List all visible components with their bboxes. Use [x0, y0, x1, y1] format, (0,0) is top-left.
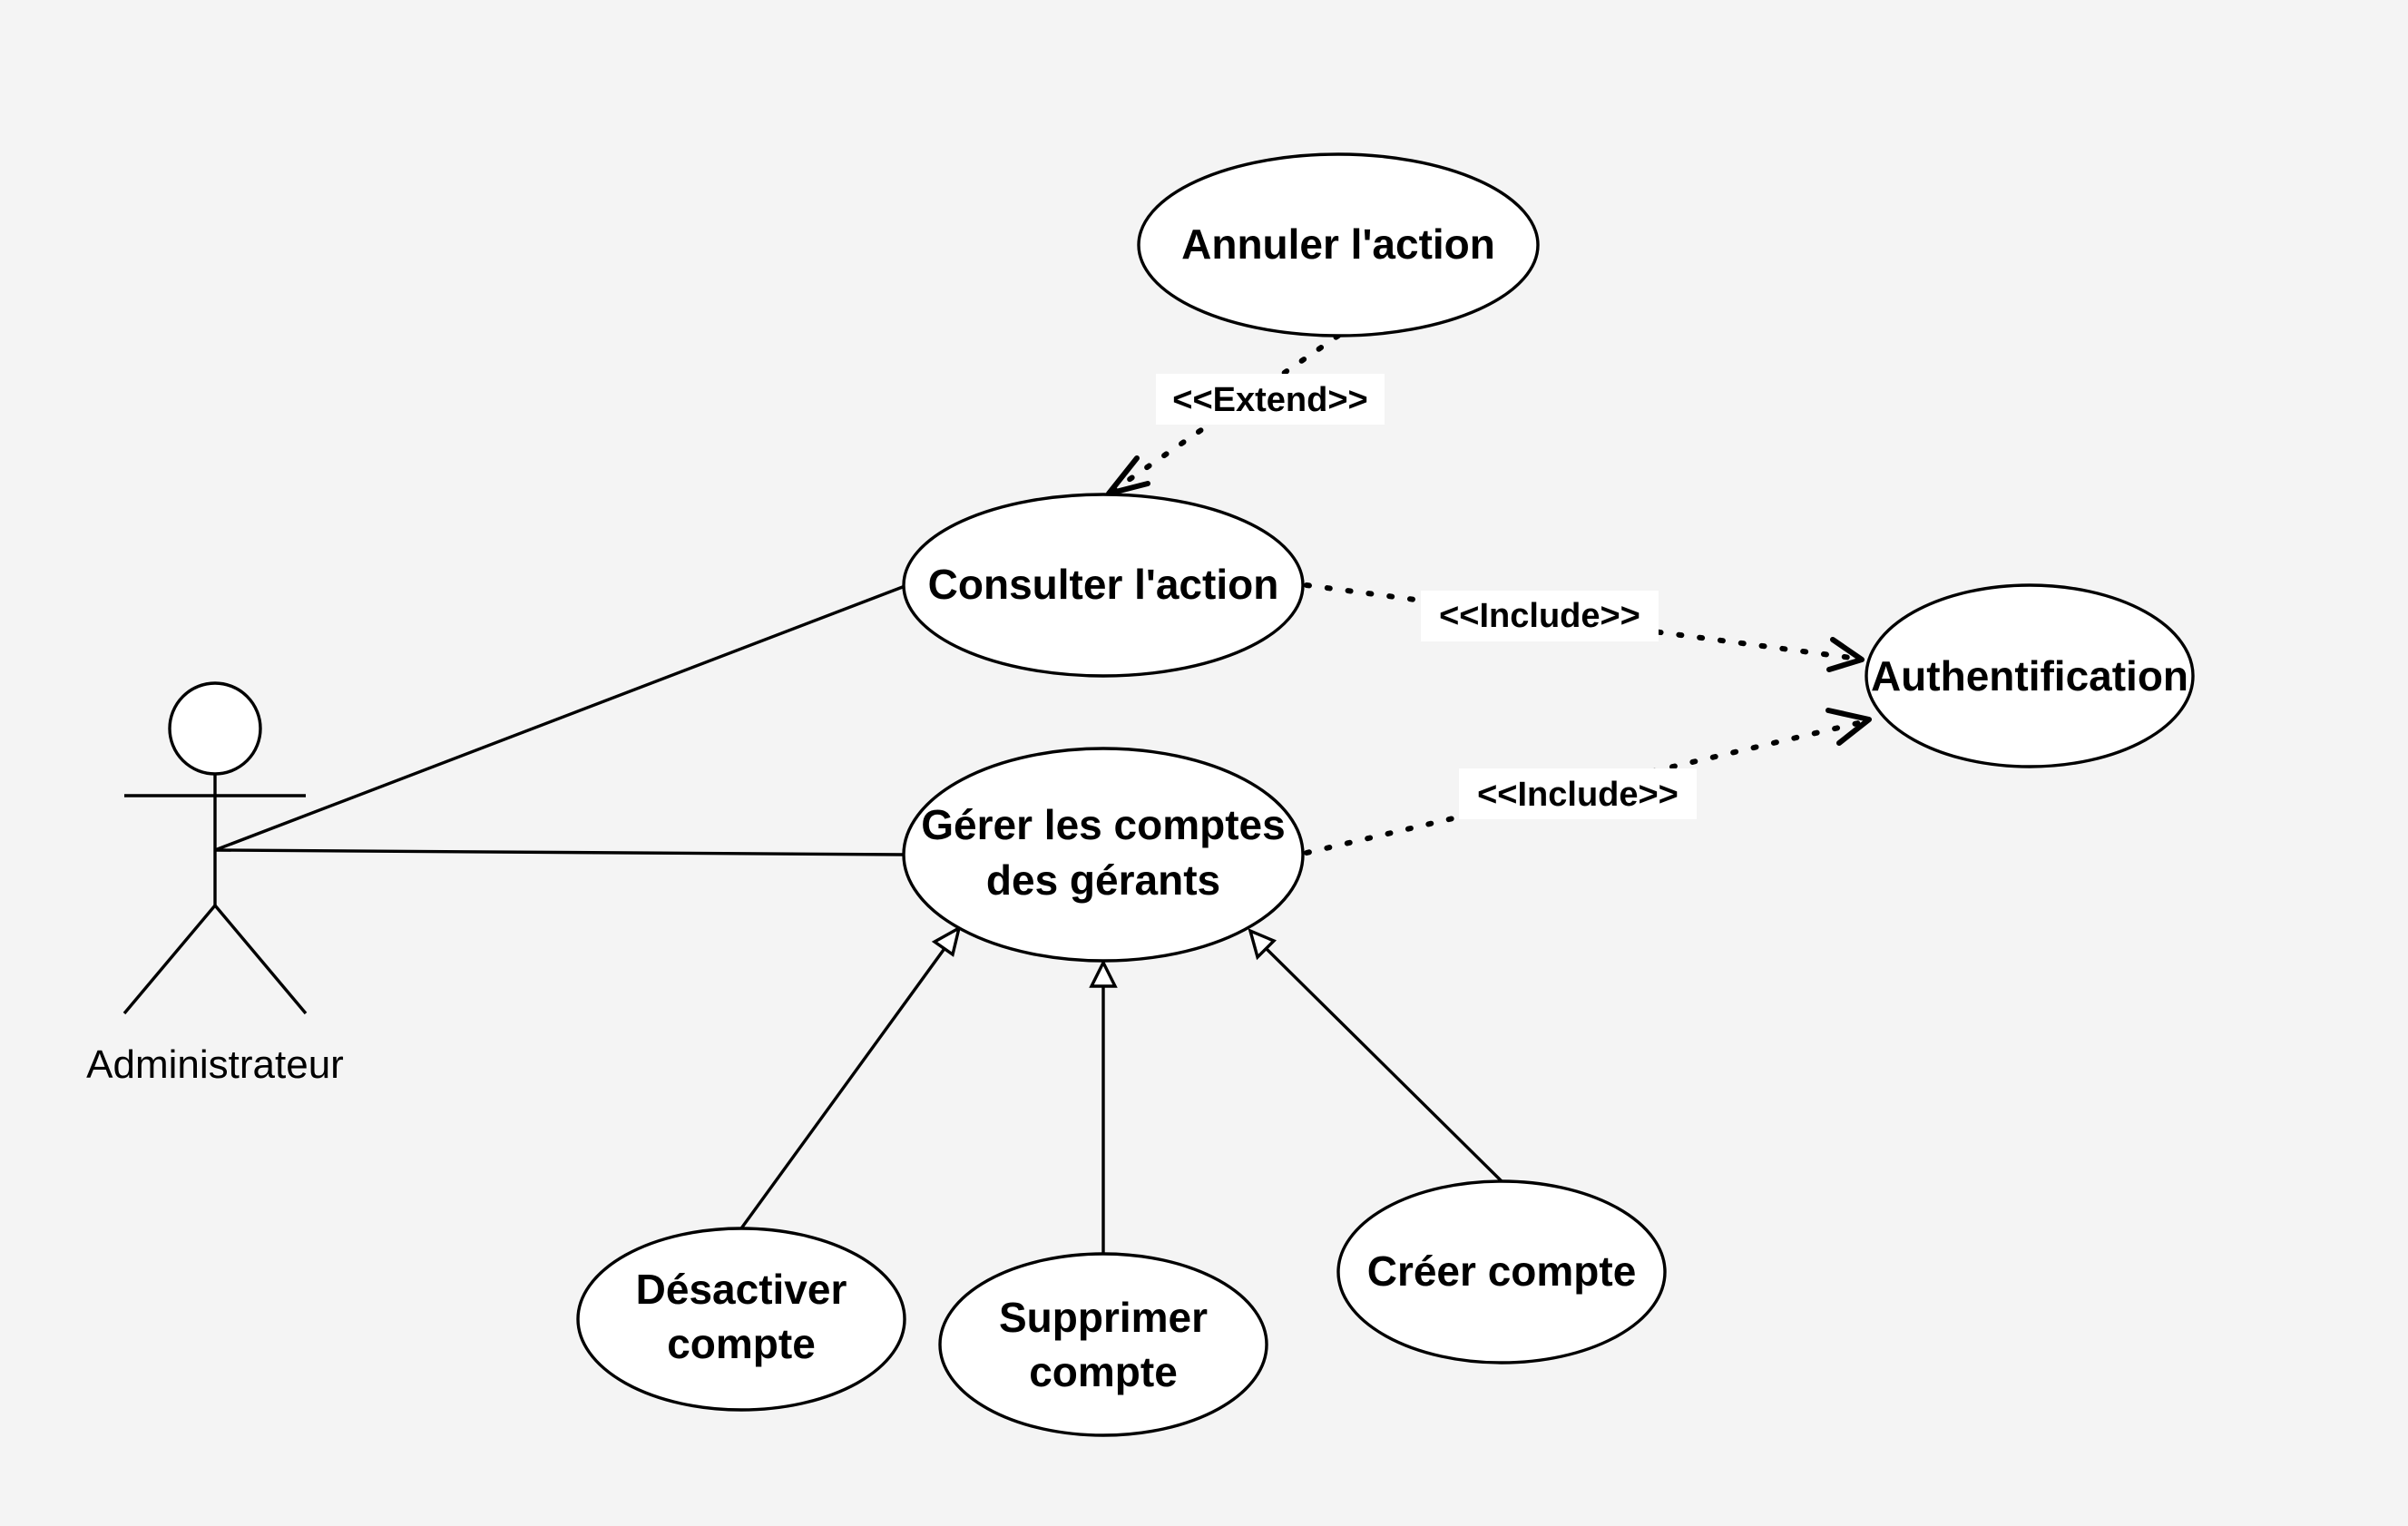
- use-case-creer-compte[interactable]: Créer compte: [1336, 1179, 1667, 1365]
- use-case-creer-label: Créer compte: [1367, 1247, 1637, 1295]
- use-case-consulter-action[interactable]: Consulter l'action: [902, 493, 1305, 678]
- use-case-authentification[interactable]: Authentification: [1865, 583, 2195, 768]
- include-consulter-label: <<Include>>: [1439, 597, 1640, 635]
- extend-label-bg: [1156, 374, 1385, 425]
- use-case-desactiver-label-line2: compte: [667, 1320, 816, 1367]
- use-case-desactiver-compte[interactable]: Désactiver compte: [576, 1227, 906, 1412]
- include-consulter-arrowhead: [1826, 637, 1865, 672]
- association-gerer: [214, 848, 906, 856]
- actor-administrateur[interactable]: Administrateur: [86, 681, 344, 1087]
- use-case-authentification-label: Authentification: [1871, 652, 2188, 699]
- generalization-arrowhead-creer: [1248, 928, 1277, 961]
- use-case-annuler-label: Annuler l'action: [1181, 220, 1495, 268]
- extend-label: <<Extend>>: [1172, 381, 1367, 419]
- include-gerer-arrowhead: [1826, 708, 1872, 746]
- extend-arrowhead: [1106, 455, 1150, 496]
- use-case-annuler-action[interactable]: Annuler l'action: [1137, 152, 1540, 337]
- include-gerer-label: <<Include>>: [1477, 776, 1679, 814]
- use-case-gerer-label-line2: des gérants: [986, 856, 1220, 904]
- include-gerer-label-bg: [1459, 768, 1697, 819]
- generalization-arrowhead-desactiver: [931, 924, 962, 957]
- association-consulter: [214, 583, 908, 852]
- use-case-gerer-label-line1: Gérer les comptes: [921, 801, 1285, 848]
- use-case-gerer-comptes[interactable]: Gérer les comptes des gérants: [902, 747, 1305, 963]
- actor-left-leg: [122, 904, 217, 1015]
- actor-label: Administrateur: [86, 1042, 344, 1087]
- extend-line: [1111, 333, 1341, 493]
- generalization-arrowhead-supprimer: [1089, 959, 1118, 988]
- actor-head: [168, 681, 262, 776]
- include-consulter-label-bg: [1421, 591, 1659, 641]
- generalization-creer: [1262, 944, 1503, 1183]
- use-case-consulter-label: Consulter l'action: [928, 561, 1279, 608]
- generalization-desactiver: [739, 943, 950, 1229]
- use-case-supprimer-compte[interactable]: Supprimer compte: [938, 1252, 1268, 1437]
- use-case-desactiver-label-line1: Désactiver: [636, 1266, 847, 1313]
- actor-right-leg: [213, 904, 308, 1015]
- use-case-supprimer-label-line1: Supprimer: [999, 1294, 1208, 1341]
- use-case-supprimer-label-line2: compte: [1029, 1348, 1178, 1395]
